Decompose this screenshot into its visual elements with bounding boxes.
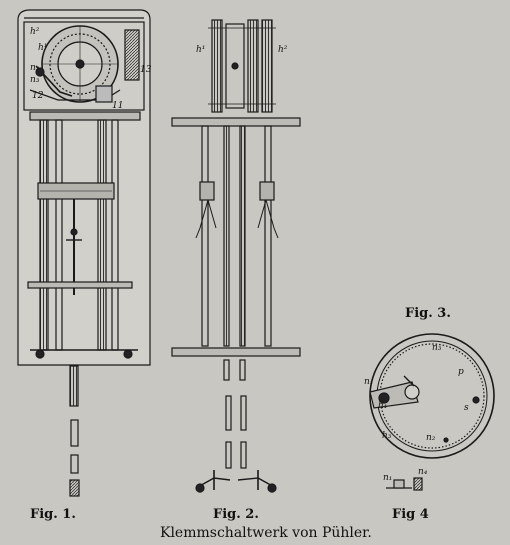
fig4-drawing	[386, 477, 423, 491]
label-n3: n₃	[30, 75, 40, 85]
label-n4: n₄	[418, 467, 428, 477]
figure-caption: Klemmschaltwerk von Pühler.	[160, 525, 372, 541]
label-h1-fig3: h₁	[378, 401, 387, 411]
label-fig2-h2: h²	[278, 45, 288, 55]
fig4-label: Fig 4	[392, 507, 429, 522]
label-num-11: 11	[112, 101, 123, 111]
label-p: p	[458, 367, 464, 377]
label-h2: h²	[30, 27, 40, 37]
label-n2: n₂	[30, 63, 40, 73]
fig2-label: Fig. 2.	[213, 507, 259, 522]
label-h1: h¹	[38, 43, 47, 53]
label-h3: h₃	[382, 431, 392, 441]
label-s: s	[464, 403, 469, 413]
label-num-12: 12	[32, 91, 44, 101]
fig2-drawing	[171, 19, 301, 493]
fig3-label: Fig. 3.	[405, 306, 451, 321]
label-n3-fig3: n₃	[432, 343, 442, 353]
fig1-label: Fig. 1.	[30, 507, 76, 522]
label-num-13: 13	[140, 65, 152, 75]
fig3-drawing	[369, 333, 495, 459]
label-n1-fig3: n₁	[364, 377, 373, 387]
fig1-drawing	[17, 9, 151, 497]
label-n-fig4: n₁	[383, 473, 392, 483]
label-fig2-h1: h¹	[196, 45, 205, 55]
label-n2-fig3: n₂	[426, 433, 436, 443]
